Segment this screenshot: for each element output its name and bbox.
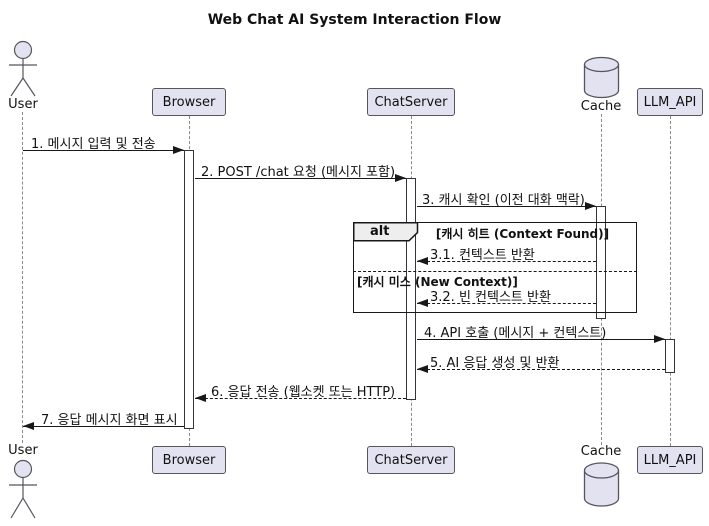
message-7-line xyxy=(23,426,184,427)
alt-divider xyxy=(353,271,637,272)
message-1-line xyxy=(23,150,184,151)
message-3-label: 3. 캐시 확인 (이전 대화 맥락) xyxy=(422,193,585,208)
arrowhead-left-icon xyxy=(417,365,428,373)
message-3-line xyxy=(417,206,596,207)
database-icon xyxy=(582,56,621,100)
message-4-line xyxy=(417,339,665,340)
arrowhead-left-icon xyxy=(417,257,428,265)
actor-icon xyxy=(4,40,42,98)
alt-guard-hit: [캐시 히트 (Context Found)] xyxy=(435,227,610,241)
message-5-line xyxy=(417,369,665,370)
activation-cache xyxy=(596,206,606,319)
participant-chatserver-top: ChatServer xyxy=(367,88,455,116)
arrowhead-right-icon xyxy=(395,174,406,182)
lifeline-user xyxy=(22,112,23,443)
alt-fragment-header xyxy=(353,222,419,242)
alt-fragment xyxy=(353,222,637,313)
participant-user-top: User xyxy=(8,97,38,112)
participant-cache-bottom: Cache xyxy=(580,444,622,459)
message-3-1-label: 3.1. 컨텍스트 반환 xyxy=(430,248,535,263)
participant-browser-bottom: Browser xyxy=(152,446,226,474)
participant-chatserver-bottom: ChatServer xyxy=(367,446,455,474)
message-2-label: 2. POST /chat 요청 (메시지 포함) xyxy=(201,165,396,180)
arrowhead-left-icon xyxy=(23,422,34,430)
arrowhead-right-icon xyxy=(585,202,596,210)
diagram-title: Web Chat AI System Interaction Flow xyxy=(207,12,502,28)
message-6-line xyxy=(195,398,406,399)
alt-operator-label: alt xyxy=(370,224,390,239)
message-7-label: 7. 응답 메시지 화면 표시 xyxy=(41,413,178,428)
participant-browser-top: Browser xyxy=(152,88,226,116)
arrowhead-left-icon xyxy=(195,394,206,402)
activation-llm-api xyxy=(665,339,675,373)
message-3-2-label: 3.2. 빈 컨텍스트 반환 xyxy=(430,290,551,305)
alt-guard-miss: [캐시 미스 (New Context)] xyxy=(357,275,518,289)
activation-chatserver xyxy=(406,178,416,400)
activation-browser xyxy=(184,150,194,429)
lifeline-llm-api xyxy=(670,116,671,446)
arrowhead-right-icon xyxy=(654,335,665,343)
message-5-label: 5. AI 응답 생성 및 반환 xyxy=(430,356,560,371)
arrowhead-left-icon xyxy=(417,299,428,307)
participant-user-bottom: User xyxy=(8,443,38,458)
participant-llm-api-top: LLM_API xyxy=(637,88,703,116)
participant-llm-api-bottom: LLM_API xyxy=(637,446,703,474)
message-2-line xyxy=(195,178,406,179)
participant-cache-top: Cache xyxy=(580,99,622,114)
message-1-label: 1. 메시지 입력 및 전송 xyxy=(31,137,156,152)
message-3-2-line xyxy=(417,303,596,304)
message-4-label: 4. API 호출 (메시지 + 컨텍스트) xyxy=(424,326,607,341)
arrowhead-right-icon xyxy=(173,146,184,154)
database-icon xyxy=(582,461,621,509)
message-3-1-line xyxy=(417,261,596,262)
message-6-label: 6. 응답 전송 (웹소켓 또는 HTTP) xyxy=(211,385,396,400)
actor-icon xyxy=(4,458,42,522)
